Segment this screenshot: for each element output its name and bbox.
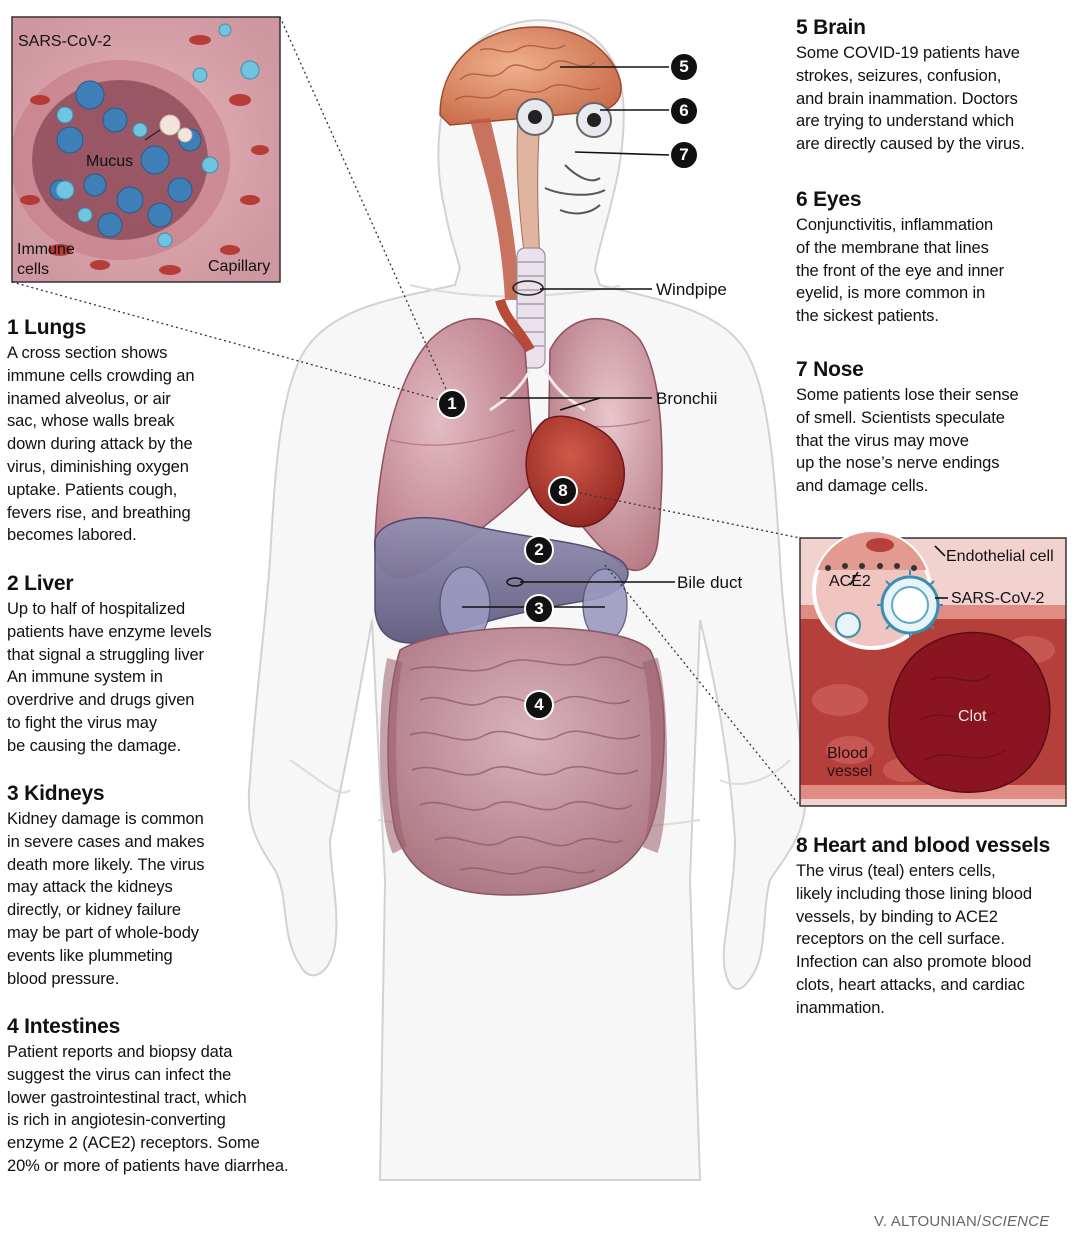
marker-6[interactable]: 6 <box>669 96 699 126</box>
section-title: 6 Eyes <box>796 188 862 211</box>
face <box>544 164 606 215</box>
lung-inset <box>12 17 280 282</box>
section-title: 5 Brain <box>796 16 866 39</box>
label-windpipe: Windpipe <box>656 280 727 299</box>
section-title: 3 Kidneys <box>7 782 105 805</box>
lung-inset-immune-label: Immune cells <box>17 241 75 278</box>
marker-5[interactable]: 5 <box>669 52 699 82</box>
section-body: Conjunctivitis, inflammation of the memb… <box>796 216 1004 326</box>
lung-inset-capillary-label: Capillary <box>208 258 271 275</box>
vessel-inset-clot-label: Clot <box>958 708 987 725</box>
section-body: A cross section shows immune cells crowd… <box>7 344 195 545</box>
credit-author: V. ALTOUNIAN/ <box>874 1213 982 1230</box>
section-nose: 7 Nose Some patients lose their sense of… <box>796 358 1076 498</box>
section-eyes: 6 Eyes Conjunctivitis, inflammation of t… <box>796 188 1076 328</box>
label-bronchii: Bronchii <box>656 389 718 408</box>
section-lungs: 1 Lungs A cross section shows immune cel… <box>7 316 267 547</box>
section-body: Some patients lose their sense of smell.… <box>796 386 1019 496</box>
section-heart: 8 Heart and blood vessels The virus (tea… <box>796 834 1076 1020</box>
section-brain: 5 Brain Some COVID-19 patients have stro… <box>796 16 1076 156</box>
section-intestines: 4 Intestines Patient reports and biopsy … <box>7 1015 327 1178</box>
section-title: 7 Nose <box>796 358 864 381</box>
section-body: Up to half of hospitalized patients have… <box>7 600 212 755</box>
marker-3[interactable]: 3 <box>524 594 554 624</box>
vessel-inset-ace2-label: ACE2 <box>829 573 871 590</box>
marker-8[interactable]: 8 <box>548 476 578 506</box>
section-body: Kidney damage is common in severe cases … <box>7 810 205 988</box>
vessel-inset-vessel-label: Blood vessel <box>827 745 873 780</box>
marker-1[interactable]: 1 <box>437 389 467 419</box>
section-body: Patient reports and biopsy data suggest … <box>7 1043 289 1175</box>
section-title: 8 Heart and blood vessels <box>796 834 1051 857</box>
brain <box>439 26 622 126</box>
section-title: 2 Liver <box>7 572 74 595</box>
lung-inset-virus-label: SARS-CoV-2 <box>18 33 112 50</box>
ace2-magnifier <box>812 530 943 650</box>
credit-source: SCIENCE <box>981 1213 1050 1230</box>
section-liver: 2 Liver Up to half of hospitalized patie… <box>7 572 267 758</box>
label-bile-duct: Bile duct <box>677 573 743 592</box>
marker-4[interactable]: 4 <box>524 690 554 720</box>
lung-inset-mucus-label: Mucus <box>86 153 134 170</box>
section-body: The virus (teal) enters cells, likely in… <box>796 862 1032 1017</box>
marker-7[interactable]: 7 <box>669 140 699 170</box>
section-body: Some COVID-19 patients have strokes, sei… <box>796 44 1025 154</box>
section-kidneys: 3 Kidneys Kidney damage is common in sev… <box>7 782 267 990</box>
marker-2[interactable]: 2 <box>524 535 554 565</box>
clot <box>888 631 1051 793</box>
section-title: 1 Lungs <box>7 316 87 339</box>
credit: V. ALTOUNIAN/SCIENCE <box>874 1213 1049 1230</box>
vessel-inset-endothelial-label: Endothelial cell <box>946 548 1054 565</box>
vessel-inset-virus-label: SARS-CoV-2 <box>951 590 1045 607</box>
eyes <box>516 98 612 138</box>
section-title: 4 Intestines <box>7 1015 121 1038</box>
